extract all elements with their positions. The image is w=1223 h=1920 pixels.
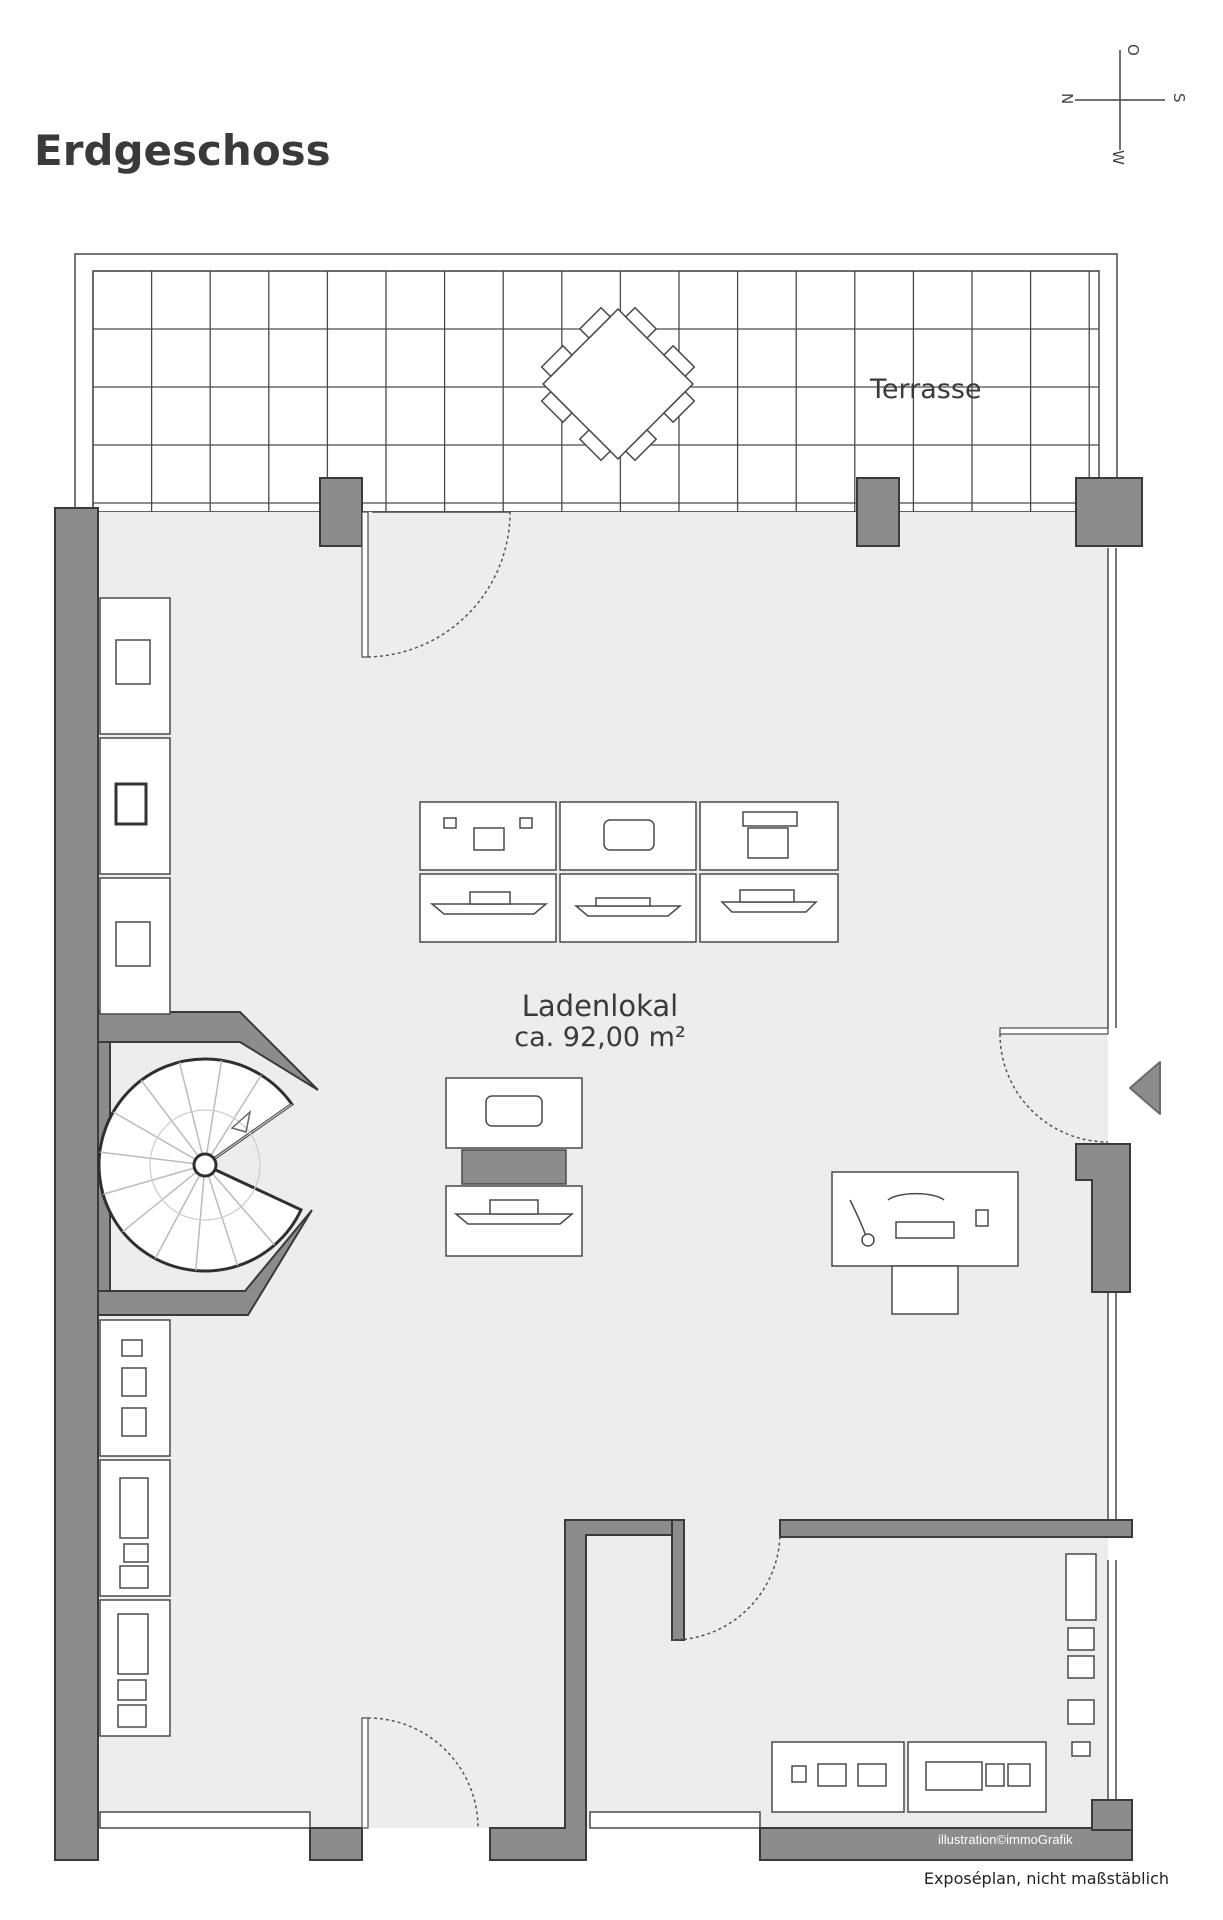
lower-door-swing <box>367 1717 479 1829</box>
office-chair-icon <box>891 1265 959 1315</box>
compass-north: N <box>1058 93 1076 104</box>
entrance-arrow-icon <box>1129 1061 1161 1115</box>
plan-title: Erdgeschoss <box>34 126 331 175</box>
terrace-label: Terrasse <box>869 374 982 405</box>
shop-floor <box>98 512 1108 1828</box>
entrance-pillar <box>1075 1143 1131 1293</box>
spiral-staircase <box>97 1057 304 1273</box>
entrance-door-leaf <box>999 1027 1109 1035</box>
stair-wall-bottom <box>97 1209 313 1316</box>
stair-wall-top <box>97 1011 319 1091</box>
column-1 <box>319 477 363 547</box>
back-room-furniture <box>771 1553 1097 1813</box>
column-2 <box>856 477 900 547</box>
consultation-desk <box>445 1077 583 1257</box>
inner-wall-b <box>779 1519 1133 1538</box>
plan-footnote: Exposéplan, nicht maßstäblich <box>924 1869 1169 1888</box>
doors <box>361 511 1109 1829</box>
entrance-door-swing <box>999 1033 1109 1143</box>
walls <box>54 477 1143 1861</box>
compass-west: W <box>1109 150 1127 165</box>
terrace-table-set <box>540 306 696 462</box>
inner-wall-stub <box>671 1519 685 1641</box>
column-3 <box>1075 477 1143 547</box>
illustration-credit: illustration©immoGrafik <box>938 1832 1073 1847</box>
south-wall-1 <box>309 1827 363 1861</box>
west-shelving <box>99 597 171 1737</box>
compass-east: O <box>1124 44 1142 56</box>
monitor-icon <box>887 1192 945 1201</box>
terrace-tile-grid <box>92 270 1099 512</box>
back-room-door-swing <box>671 1534 781 1641</box>
compass: O N S W <box>1058 44 1188 165</box>
corner-wall <box>1091 1799 1133 1831</box>
terrace-door-swing <box>367 511 511 658</box>
office-desk <box>831 1171 1019 1315</box>
stair-direction-arrow-icon <box>230 1109 252 1133</box>
room-name: Ladenlokal <box>522 989 678 1023</box>
terrace-door-leaf <box>361 511 369 658</box>
room-area: ca. 92,00 m² <box>514 1022 686 1053</box>
lower-door-leaf <box>361 1717 369 1829</box>
west-wall <box>54 507 99 1861</box>
keyboard-icon <box>895 1221 955 1239</box>
compass-south: S <box>1170 93 1188 103</box>
display-island <box>419 801 839 943</box>
south-wall-2 <box>759 1827 1133 1861</box>
windows <box>99 511 1117 1829</box>
